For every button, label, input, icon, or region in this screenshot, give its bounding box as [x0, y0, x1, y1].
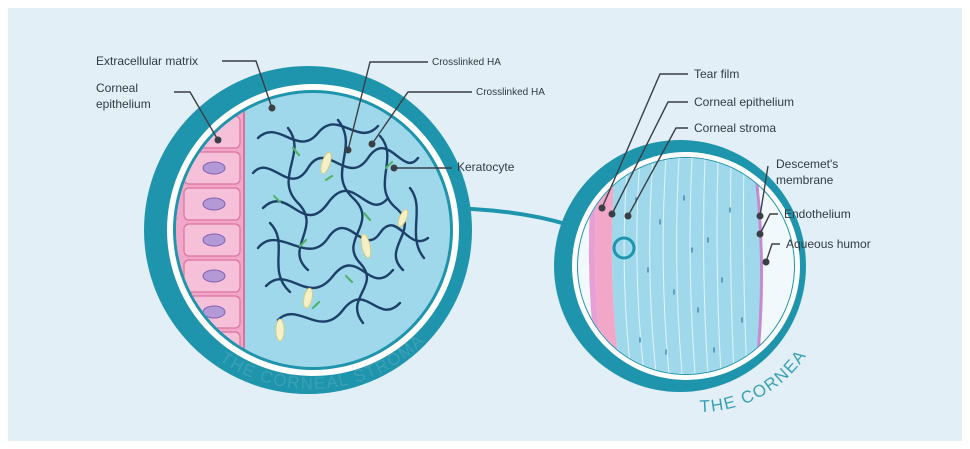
label-crosslinked-ha-2: Crosslinked HA	[476, 87, 545, 98]
pin-tear-film	[599, 205, 606, 212]
label-corneal-epithelium-r: Corneal epithelium	[694, 95, 794, 109]
pin-keratocyte	[391, 165, 398, 172]
pin-corneal-epithelium	[215, 137, 222, 144]
pin-endothelium	[757, 231, 764, 238]
pin-crosslinked-ha-2	[369, 141, 376, 148]
label-aqueous-humor: Aqueous humor	[786, 237, 871, 251]
pin-corneal-epithelium-r	[609, 211, 616, 218]
pin-aqueous-humor	[763, 259, 770, 266]
cornea-view: THE CORNEA	[554, 140, 810, 416]
label-descemets-line1: Descemet's	[776, 157, 838, 171]
diagram-panel: THE CORNEAL STROMA	[8, 8, 962, 441]
label-crosslinked-ha-1: Crosslinked HA	[432, 57, 501, 68]
cornea-diagram: THE CORNEAL STROMA	[8, 8, 962, 441]
label-corneal-epithelium-line2: epithelium	[96, 97, 151, 111]
stroma-magnified-view: THE CORNEAL STROMA	[144, 66, 478, 394]
label-descemets-line2: membrane	[776, 173, 834, 187]
label-corneal-stroma: Corneal stroma	[694, 121, 776, 135]
pin-extracellular-matrix	[269, 105, 276, 112]
pin-descemets	[757, 213, 764, 220]
label-endothelium: Endothelium	[784, 207, 851, 221]
label-keratocyte: Keratocyte	[457, 160, 515, 174]
label-tear-film: Tear film	[694, 67, 739, 81]
cornea-stroma-body	[612, 158, 762, 374]
label-extracellular-matrix: Extracellular matrix	[96, 54, 198, 68]
label-corneal-epithelium-line1: Corneal	[96, 81, 138, 95]
pin-crosslinked-ha-1	[345, 147, 352, 154]
pin-corneal-stroma	[625, 213, 632, 220]
